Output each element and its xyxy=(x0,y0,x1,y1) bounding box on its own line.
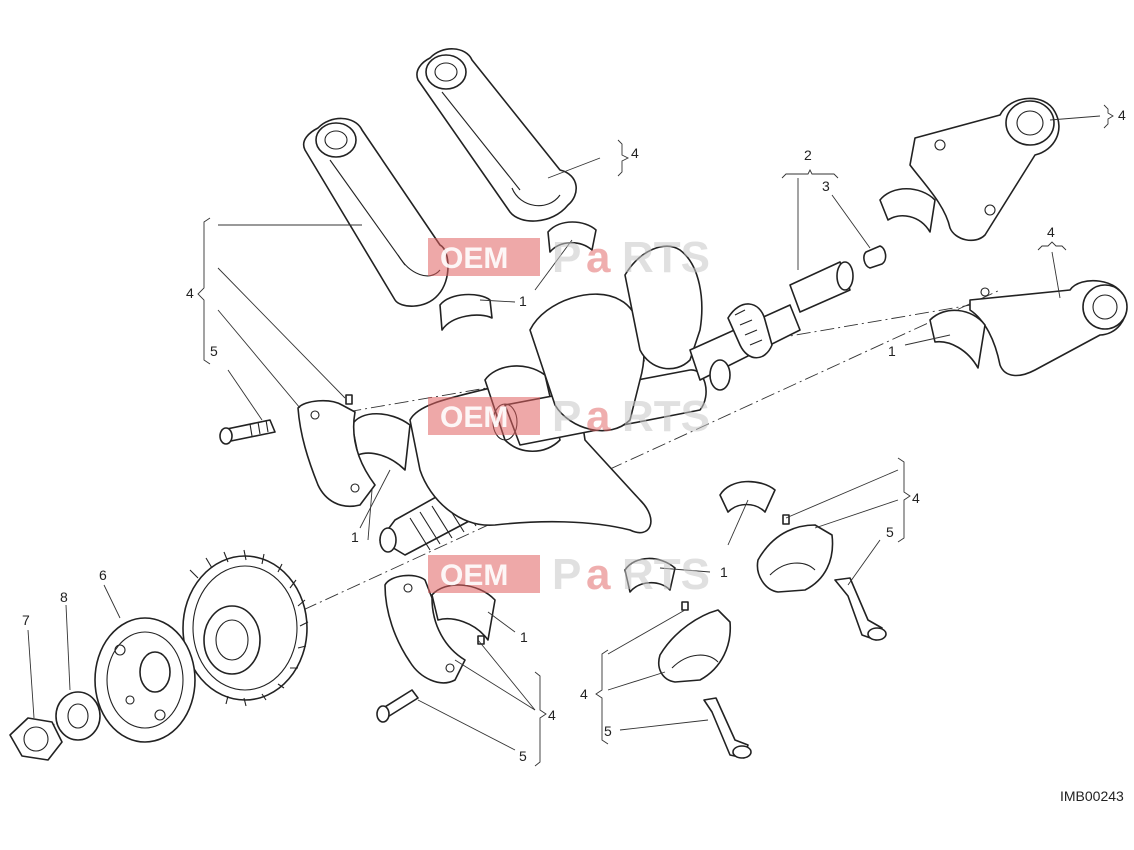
callout-1: 1 xyxy=(519,293,527,309)
leader-lines xyxy=(27,104,1114,767)
callout-1: 1 xyxy=(520,629,528,645)
callout-7: 7 xyxy=(22,612,30,628)
svg-text:RTS: RTS xyxy=(622,233,710,282)
callout-4: 4 xyxy=(1047,224,1055,240)
svg-text:RTS: RTS xyxy=(622,392,710,441)
plug xyxy=(863,245,887,269)
callout-4: 4 xyxy=(1118,107,1126,123)
callout-8: 8 xyxy=(60,589,68,605)
callout-1: 1 xyxy=(720,564,728,580)
svg-text:a: a xyxy=(586,233,611,282)
callout-4: 4 xyxy=(548,707,556,723)
washer xyxy=(55,691,101,741)
watermark-bottom: OEM P a RTS xyxy=(428,550,710,599)
primary-drive-gear xyxy=(182,549,309,707)
callout-labels: 1 1 1 1 1 2 3 4 4 4 4 4 4 4 5 5 5 5 6 7 … xyxy=(22,107,1126,764)
callout-5: 5 xyxy=(604,723,612,739)
svg-text:OEM: OEM xyxy=(440,242,508,275)
callout-4: 4 xyxy=(912,490,920,506)
watermark-middle: OEM P a RTS xyxy=(428,392,710,441)
connecting-rod-left xyxy=(302,117,449,307)
rod-bolts xyxy=(219,419,887,759)
nut xyxy=(9,717,63,761)
rod-caps xyxy=(297,399,834,684)
svg-text:P: P xyxy=(552,392,581,441)
callout-5: 5 xyxy=(210,343,218,359)
connecting-rod-lower-right xyxy=(969,279,1128,377)
callout-6: 6 xyxy=(99,567,107,583)
timing-sprocket xyxy=(94,617,196,743)
callout-4: 4 xyxy=(631,145,639,161)
callout-3: 3 xyxy=(822,178,830,194)
callout-5: 5 xyxy=(886,524,894,540)
callout-1: 1 xyxy=(888,343,896,359)
svg-text:OEM: OEM xyxy=(440,401,508,434)
callout-1: 1 xyxy=(351,529,359,545)
bearing-shells xyxy=(351,188,986,641)
callout-4: 4 xyxy=(580,686,588,702)
connecting-rod-upper-right xyxy=(909,97,1060,242)
watermark-top: OEM P a RTS xyxy=(428,233,710,282)
svg-text:a: a xyxy=(586,550,611,599)
svg-text:OEM: OEM xyxy=(440,559,508,592)
callout-2: 2 xyxy=(804,147,812,163)
callout-5: 5 xyxy=(519,748,527,764)
drawing-code: IMB00243 xyxy=(1060,788,1124,804)
svg-text:a: a xyxy=(586,392,611,441)
callout-4: 4 xyxy=(186,285,194,301)
svg-text:P: P xyxy=(552,550,581,599)
svg-text:P: P xyxy=(552,233,581,282)
svg-text:RTS: RTS xyxy=(622,550,710,599)
connecting-rod-middle xyxy=(416,48,577,222)
